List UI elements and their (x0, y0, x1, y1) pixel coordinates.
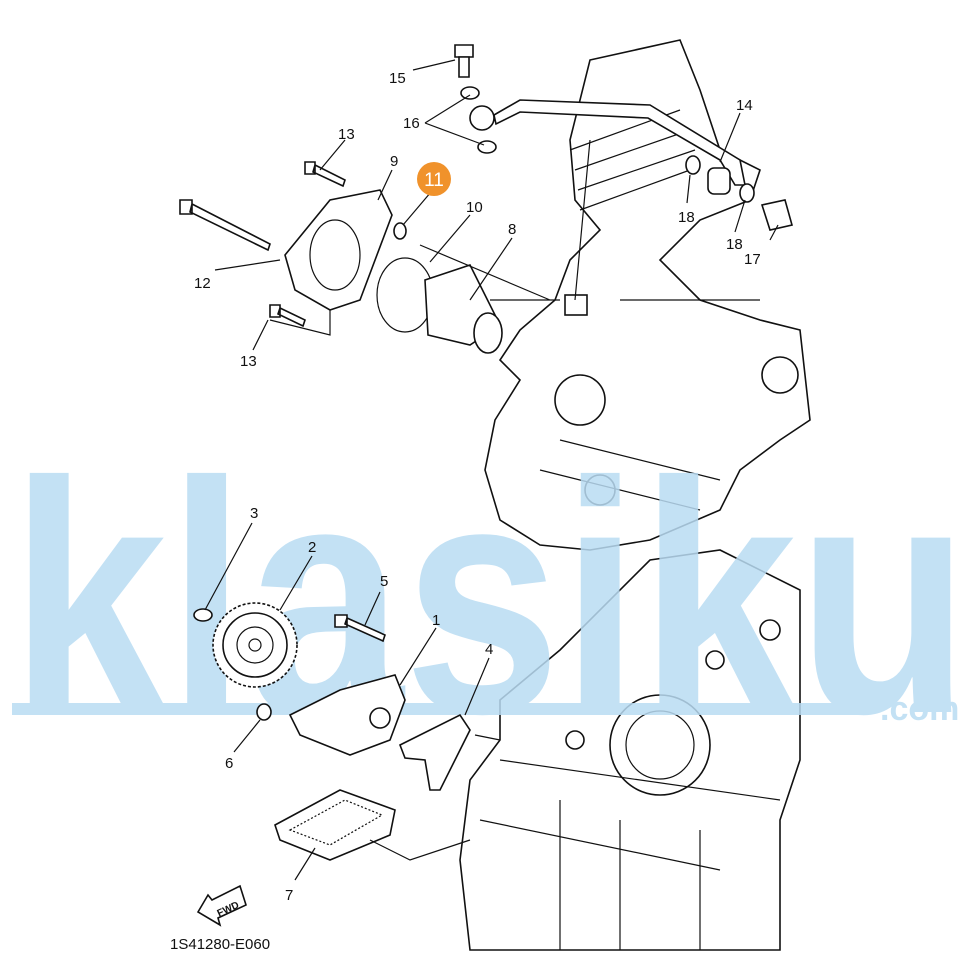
watermark-suffix: .com (880, 690, 959, 728)
callout-18-left: 18 (678, 209, 695, 226)
oil-filter-cover (179, 161, 503, 354)
callout-10: 10 (466, 199, 483, 216)
fwd-arrow-icon: FWD (196, 884, 247, 927)
callout-6: 6 (225, 755, 233, 772)
callout-11-highlight[interactable]: 11 (417, 162, 451, 196)
crankcase-lower (459, 549, 801, 951)
callout-7: 7 (285, 887, 293, 904)
callout-labels: 1 2 3 4 5 6 7 8 9 10 12 13 13 14 15 16 1… (170, 70, 761, 953)
callout-8: 8 (508, 221, 516, 238)
callout-11: 11 (424, 170, 444, 191)
watermark: klasiku .com (10, 413, 970, 782)
leader-lines (204, 59, 779, 881)
callout-18-right: 18 (726, 236, 743, 253)
callout-14: 14 (736, 97, 753, 114)
callout-2: 2 (308, 539, 316, 556)
callout-17: 17 (744, 251, 761, 268)
callout-12: 12 (194, 275, 211, 292)
callout-5: 5 (380, 573, 388, 590)
callout-4: 4 (485, 641, 493, 658)
callout-1: 1 (432, 612, 440, 629)
callout-13-top: 13 (338, 126, 355, 143)
callout-9: 9 (390, 153, 398, 170)
watermark-brand: klasiku (10, 413, 970, 782)
callout-15: 15 (389, 70, 406, 87)
diagram-code: 1S41280-E060 (170, 936, 270, 953)
callout-3: 3 (250, 505, 258, 522)
callout-16: 16 (403, 115, 420, 132)
oil-pump-group (193, 602, 471, 861)
callout-13-bottom: 13 (240, 353, 257, 370)
